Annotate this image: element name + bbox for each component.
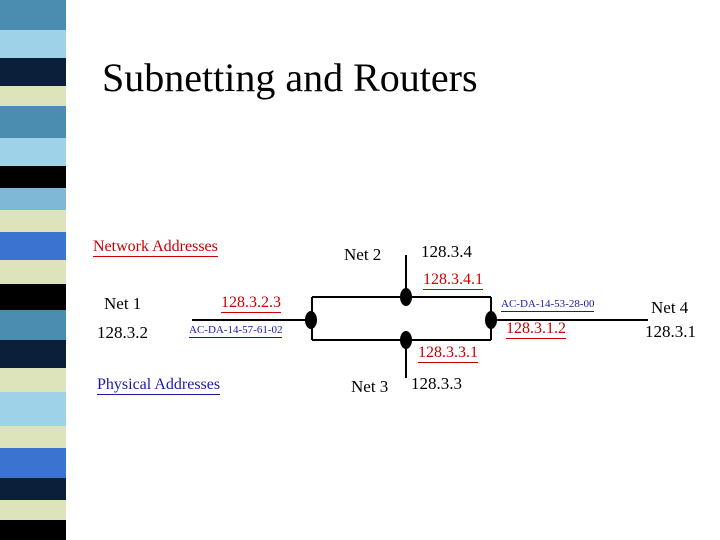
router-c bbox=[485, 311, 497, 329]
net1-name: Net 1 bbox=[104, 294, 142, 313]
router-b-net3-ip: 128.3.3.1 bbox=[418, 344, 478, 363]
net4-name: Net 4 bbox=[651, 298, 689, 317]
router-b-net2-port bbox=[400, 288, 412, 306]
router-a-net1-mac: AC-DA-14-57-61-02 bbox=[189, 324, 283, 338]
router-a-net1-ip: 128.3.2.3 bbox=[221, 294, 281, 313]
net2-address: 128.3.4 bbox=[421, 242, 472, 261]
router-b-net2-ip: 128.3.4.1 bbox=[423, 271, 483, 290]
router-a bbox=[305, 311, 317, 329]
slide-title: Subnetting and Routers bbox=[102, 55, 478, 100]
router-c-net4-mac: AC-DA-14-53-28-00 bbox=[501, 298, 595, 312]
router-c-net4-ip: 128.3.1.2 bbox=[506, 320, 566, 339]
decorative-stripe bbox=[0, 0, 66, 540]
net2-name: Net 2 bbox=[344, 245, 382, 264]
net3-name: Net 3 bbox=[351, 377, 389, 396]
router-b-net3-port bbox=[400, 331, 412, 349]
net1-address: 128.3.2 bbox=[97, 323, 148, 342]
net3-address: 128.3.3 bbox=[411, 374, 462, 393]
legend-physical-addresses: Physical Addresses bbox=[97, 376, 221, 395]
net4-address: 128.3.1 bbox=[645, 322, 696, 341]
legend-network-addresses: Network Addresses bbox=[93, 238, 218, 257]
